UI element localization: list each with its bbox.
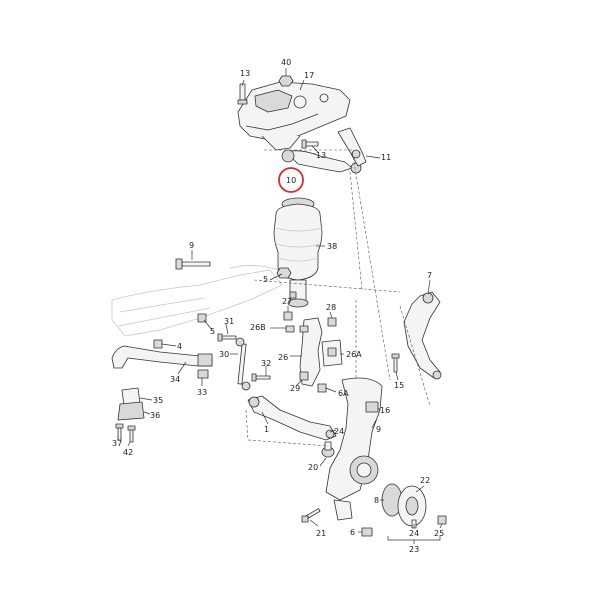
callout-23: 23	[409, 545, 419, 554]
callout-9a: 9	[189, 241, 194, 250]
callout-20: 20	[308, 463, 318, 472]
nut-33	[197, 369, 209, 379]
upper-control-arm-11	[337, 127, 367, 167]
callout-25: 25	[434, 529, 444, 538]
callout-31: 31	[224, 317, 234, 326]
callout-30: 30	[219, 350, 229, 359]
wheel-hub-22	[381, 483, 427, 527]
callout-35: 35	[153, 396, 163, 405]
bolt-15	[391, 353, 400, 373]
callout-15: 15	[394, 381, 404, 390]
callout-13a: 13	[240, 69, 250, 78]
bushing-16	[365, 401, 379, 413]
nut-5-upper	[276, 267, 292, 279]
callout-22: 22	[420, 476, 430, 485]
bolt-13-top	[237, 83, 248, 105]
highlight-circle-callout-10	[278, 167, 304, 193]
leader-lines	[117, 68, 443, 544]
callout-16: 16	[380, 406, 390, 415]
stabilizer-bushing	[117, 387, 145, 421]
callout-26A: 26A	[346, 350, 362, 359]
callout-11: 11	[381, 153, 391, 162]
strut-tower-bracket	[237, 81, 351, 151]
alignment-lines	[245, 149, 431, 447]
callout-6b: 6	[350, 528, 355, 537]
small-hardware	[283, 291, 337, 393]
callout-6A: 6A	[338, 389, 349, 398]
subframe-background	[111, 265, 283, 337]
callout-38: 38	[327, 242, 337, 251]
callout-27: 27	[282, 297, 292, 306]
callout-5b: 5	[210, 327, 215, 336]
callout-24b: 24	[409, 529, 419, 538]
callout-26: 26	[278, 353, 288, 362]
callout-13b: 13	[316, 151, 326, 160]
callout-26B: 26B	[250, 323, 266, 332]
callout-37: 37	[112, 439, 122, 448]
callout-29: 29	[290, 384, 300, 393]
callout-labels: 13 40 17 13 11 10 38 9 5 7 27 28 4 5 31 …	[112, 58, 444, 554]
air-spring-strut-38	[273, 197, 323, 308]
part-26A	[321, 339, 343, 367]
nut-40	[278, 75, 294, 87]
coupling-rod-30	[235, 337, 251, 391]
nut-5-lower	[197, 313, 207, 323]
bolt-13-right	[301, 139, 319, 149]
callout-17: 17	[304, 71, 314, 80]
stabilizer-bar-34	[111, 345, 213, 369]
bolt-4	[153, 339, 163, 349]
lower-control-arm-1	[247, 395, 337, 441]
callout-34: 34	[170, 375, 180, 384]
callout-21: 21	[316, 529, 326, 538]
callout-28: 28	[326, 303, 336, 312]
callout-8: 8	[374, 496, 379, 505]
callout-4: 4	[177, 342, 182, 351]
bolt-32	[251, 373, 271, 382]
callout-5a: 5	[263, 275, 268, 284]
callout-42: 42	[123, 448, 133, 457]
callout-36: 36	[150, 411, 160, 420]
callout-1: 1	[264, 425, 269, 434]
callout-7: 7	[427, 271, 432, 280]
callout-24a: 24	[334, 427, 344, 436]
callout-10: 10	[286, 176, 296, 185]
nut-6-bottom	[361, 527, 373, 537]
bolt-9-top	[175, 258, 211, 270]
bolt-21	[301, 508, 321, 523]
bolts-37-42	[115, 423, 136, 443]
ball-joint-20	[321, 441, 335, 458]
callout-32: 32	[261, 359, 271, 368]
callout-40: 40	[281, 58, 291, 67]
callout-33: 33	[197, 388, 207, 397]
bolt-31	[217, 333, 237, 342]
callout-9b: 9	[376, 425, 381, 434]
lower-arm-7	[403, 291, 442, 380]
